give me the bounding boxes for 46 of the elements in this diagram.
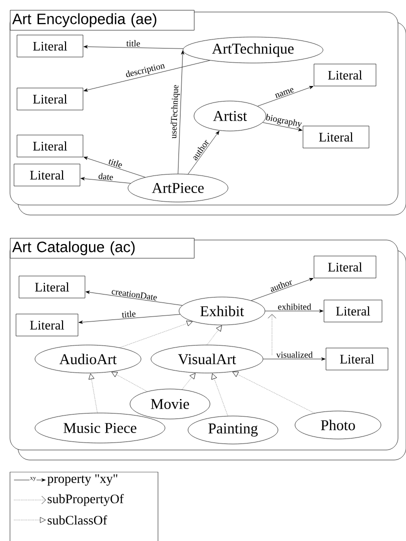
- edge-label: title: [122, 310, 136, 318]
- property-arrow: [84, 45, 184, 49]
- literal-box: Literal: [16, 34, 84, 58]
- literal-box: Literal: [16, 134, 84, 158]
- property-arrow: [84, 156, 146, 178]
- subclass-arrow: [232, 372, 315, 414]
- literal-box: Literal: [16, 88, 84, 110]
- subclass-arrow: [111, 372, 148, 392]
- property-arrow: [86, 290, 182, 306]
- edge-label: title: [108, 159, 122, 168]
- edge-label: date: [98, 172, 113, 180]
- property-arrow: [262, 122, 302, 132]
- edge-label: title: [126, 40, 140, 47]
- literal-box: Literal: [18, 276, 86, 298]
- property-arrow: [78, 314, 180, 324]
- edge-label: description: [126, 64, 166, 78]
- edge-label: author: [270, 280, 292, 292]
- edge-label: usedTechnique: [170, 85, 180, 138]
- legend-text: property "xy": [47, 474, 118, 486]
- property-arrow: [257, 86, 314, 106]
- subclass-arrow: [206, 325, 222, 345]
- edge-label: visualized: [276, 351, 313, 358]
- edge-label: creationDate: [112, 290, 157, 300]
- property-arrow: [265, 309, 324, 313]
- subclass-arrow: [182, 373, 196, 390]
- edge-label: biography: [266, 114, 302, 128]
- property-arrow: [251, 278, 314, 301]
- literal-box: Literal: [324, 300, 382, 322]
- edge-label: exhibited: [278, 303, 312, 310]
- property-arrow: [263, 357, 326, 361]
- subclass-arrow: [88, 373, 98, 414]
- literal-box: Literal: [14, 164, 80, 186]
- edge-label: name: [274, 88, 294, 98]
- property-arrow: [84, 60, 210, 92]
- property-arrow: [80, 177, 131, 184]
- subclass-arrow: [211, 373, 228, 416]
- legend-text: subPropertyOf: [48, 494, 124, 506]
- property-arrow: [178, 50, 184, 174]
- literal-box: Literal: [314, 256, 376, 278]
- literal-box: Literal: [326, 348, 388, 370]
- literal-box: Literal: [314, 64, 376, 86]
- property-arrow: [188, 130, 220, 174]
- subclass-arrow: [120, 320, 193, 348]
- legend-text: subClassOf: [48, 515, 108, 525]
- literal-box: Literal: [302, 126, 370, 148]
- literal-box: Literal: [16, 314, 78, 336]
